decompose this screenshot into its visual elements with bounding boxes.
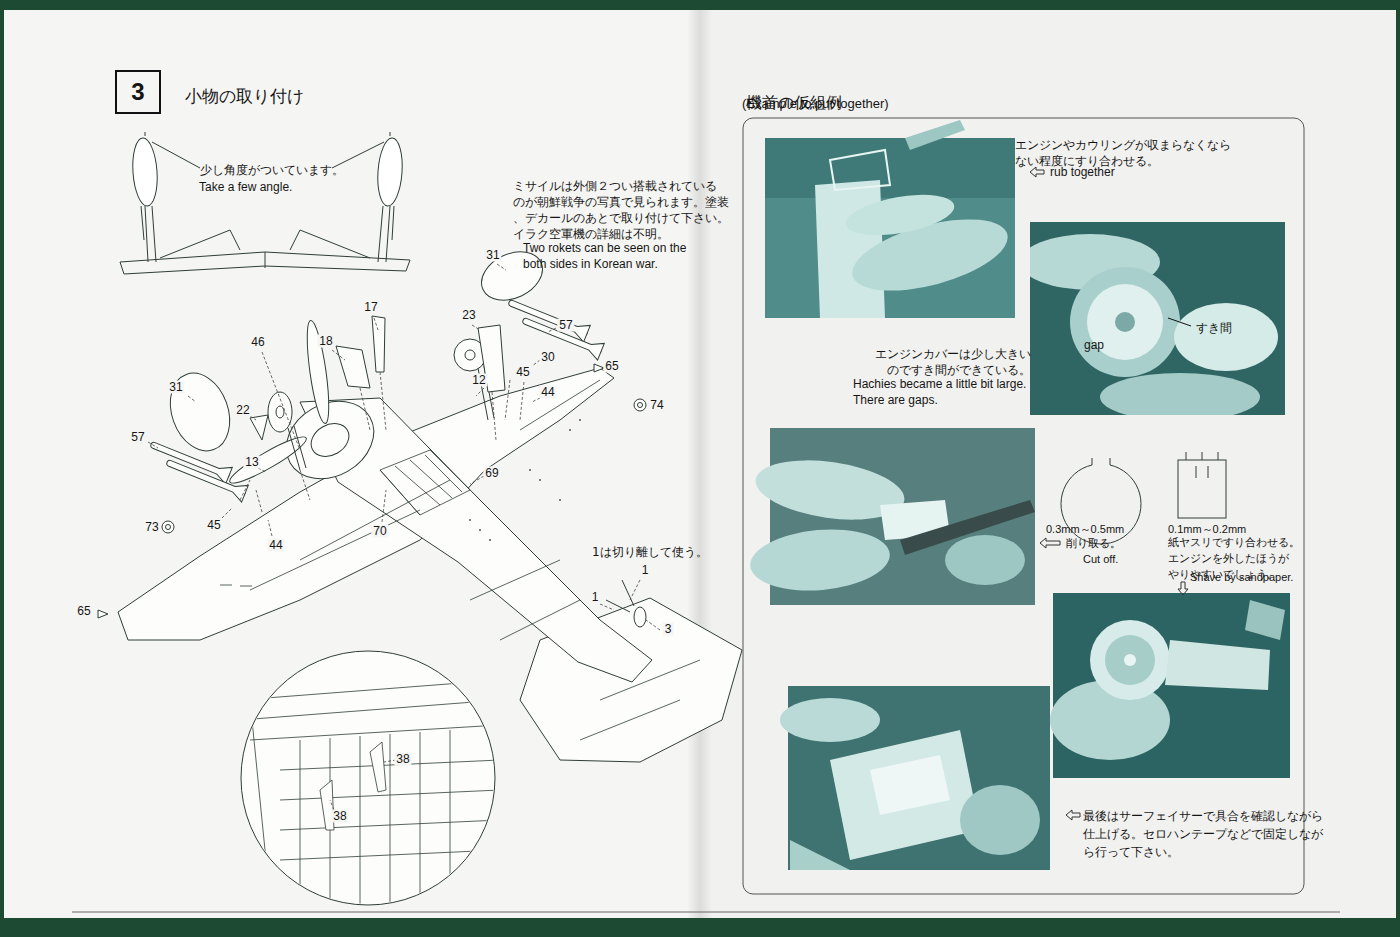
- note-text: 0.1mm～0.2mm: [1168, 521, 1246, 537]
- step-title: 小物の取り付け: [185, 85, 304, 107]
- gap-label: gap: [1084, 337, 1104, 353]
- callout-number: 73: [143, 521, 160, 534]
- note-text: ミサイルは外側２つい搭載されている のが朝鮮戦争の写真で見られます。塗装 、デカ…: [513, 178, 741, 242]
- panel-subheading: (Example to put together): [742, 95, 889, 113]
- callout-number: 69: [483, 467, 500, 480]
- photo-panel: すき間 gap: [1030, 222, 1285, 415]
- callout-number: 3: [663, 623, 674, 636]
- callout-number: 18: [317, 335, 334, 348]
- note-text: 0.3mm～0.5mm: [1046, 521, 1124, 537]
- callout-number: 45: [514, 366, 531, 379]
- callout-number: 44: [267, 539, 284, 552]
- callout-number: 1: [640, 564, 651, 577]
- note-text: エンジンカバーは少し大きい のですき間ができている。: [853, 346, 1031, 378]
- photo: [1030, 222, 1285, 415]
- callout-number: 45: [205, 519, 222, 532]
- callout-number: 31: [167, 381, 184, 394]
- note-text: 1は切り離して使う。: [592, 544, 708, 560]
- note-text: Two rokets can be seen on the both sides…: [523, 240, 713, 272]
- callout-number: 57: [557, 319, 574, 332]
- callout-number: 57: [129, 431, 146, 444]
- panel-outline: [742, 90, 1305, 896]
- step-number: 3: [115, 70, 161, 114]
- note-text: Hachies became a little bit large. There…: [853, 376, 1058, 408]
- note-text: 削り取る。: [1066, 536, 1121, 552]
- callout-number: 31: [484, 249, 501, 262]
- note-text: エンジンやカウリングが収まらなくなら ない程度にすり合わせる。: [1015, 137, 1247, 169]
- callout-number: 38: [394, 753, 411, 766]
- callout-number: 22: [234, 404, 251, 417]
- note-text: Cut off.: [1083, 551, 1118, 567]
- note-text: 少し角度がついています。: [200, 162, 344, 178]
- note-text: 最後はサーフェイサーで具合を確認しながら 仕上げる。セロハンテープなどで固定しな…: [1083, 807, 1335, 861]
- note-text: Shave by sandpaper.: [1190, 569, 1293, 585]
- callout-number: 65: [75, 605, 92, 618]
- callout-number: 13: [243, 456, 260, 469]
- step-box: 3 小物の取り付け: [115, 70, 308, 116]
- callout-number: 65: [603, 360, 620, 373]
- callout-number: 44: [539, 386, 556, 399]
- callout-number: 30: [539, 351, 556, 364]
- callout-number: 46: [249, 336, 266, 349]
- callout-number: 23: [460, 309, 477, 322]
- gap-label: すき間: [1196, 320, 1232, 336]
- callout-number: 74: [648, 399, 665, 412]
- note-text: Take a few angle.: [199, 179, 292, 195]
- example-panel: すき間gap機首の仮組例(Example to put together): [742, 90, 1305, 896]
- callout-number: 12: [470, 374, 487, 387]
- callout-number: 38: [331, 810, 348, 823]
- note-text: rub together: [1050, 164, 1115, 180]
- callout-number: 70: [371, 525, 388, 538]
- callout-number: 17: [362, 301, 379, 314]
- callout-number: 1: [590, 591, 601, 604]
